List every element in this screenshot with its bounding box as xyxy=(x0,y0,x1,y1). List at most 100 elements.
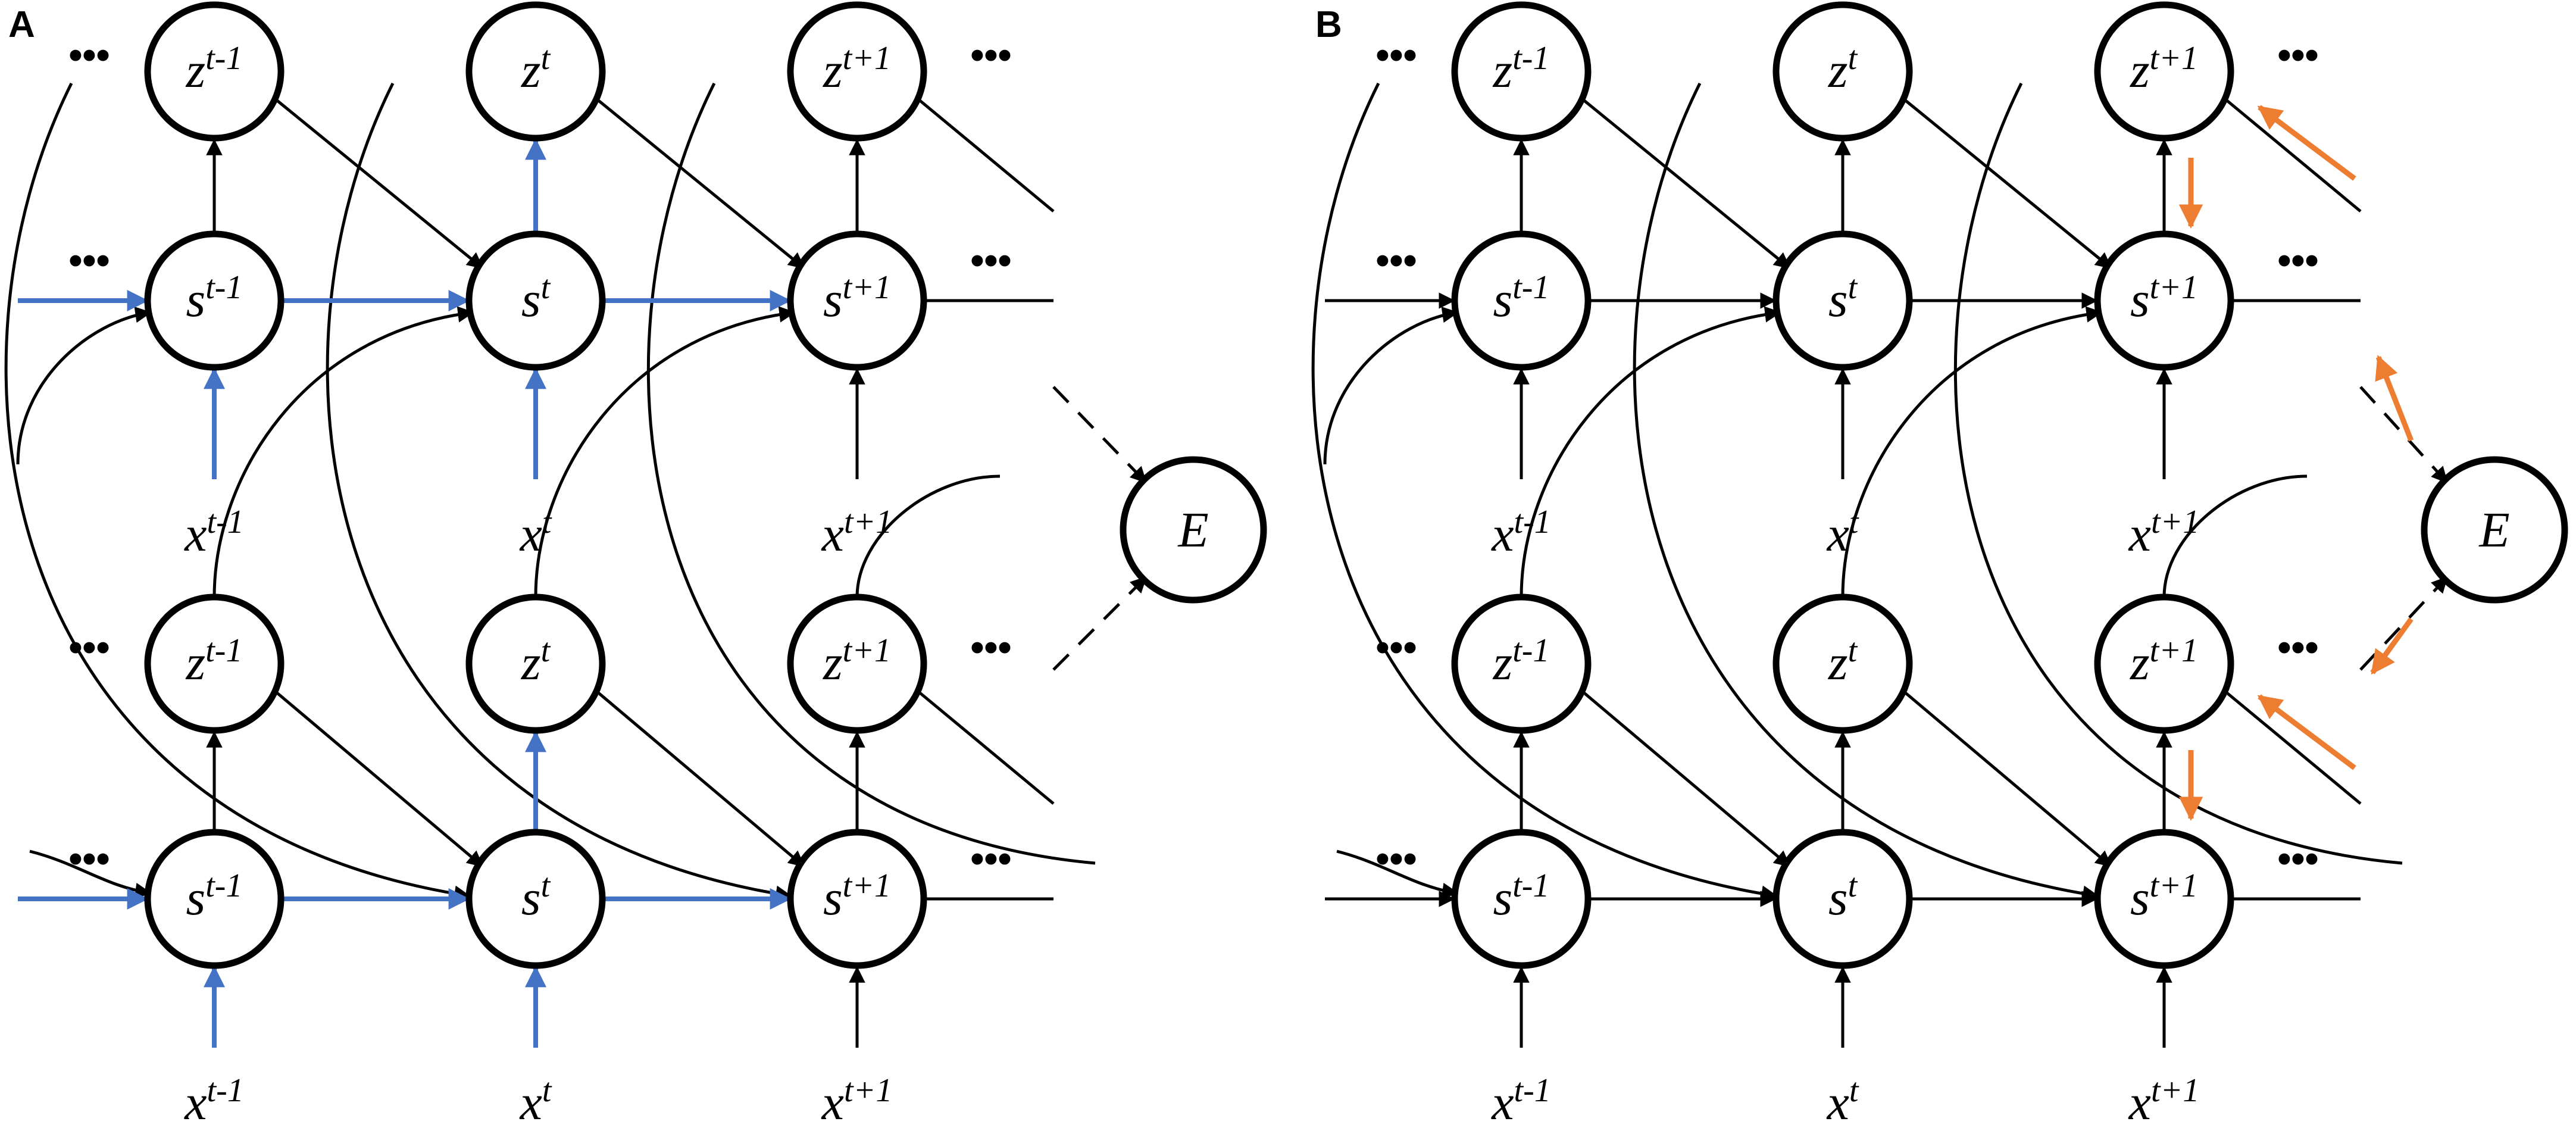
error-node xyxy=(1120,456,1267,604)
x-label-l1-c0: xt-1 xyxy=(1490,1072,1551,1130)
s-node-l1-c2 xyxy=(2094,829,2234,969)
z-to-next-s xyxy=(273,689,484,867)
z-node-l1-c2-label: zt+1 xyxy=(823,632,891,691)
x-label-l1-c0: xt-1 xyxy=(183,1072,244,1130)
z-node-l1-c1-label: zt xyxy=(521,632,551,691)
z-node-l1-c1-label: zt xyxy=(1828,632,1858,691)
z-to-next-s-out xyxy=(916,97,1055,213)
z-node-l1-c0-label: zt-1 xyxy=(1493,632,1550,691)
x-label-l0-c2: xt+1 xyxy=(821,504,893,562)
s-node-l1-c0 xyxy=(1451,829,1592,969)
bridge-2 xyxy=(2162,474,2308,598)
s-node-l1-c0-label: st-1 xyxy=(1493,867,1550,926)
ellipsis-s-left: ••• xyxy=(68,238,110,282)
bridge-1 xyxy=(534,306,796,598)
x-label-l0-c0: xt-1 xyxy=(183,504,244,562)
grad-to-top-z xyxy=(2257,105,2356,181)
ellipsis-s-right: ••• xyxy=(2277,836,2318,880)
x-label-l0-c1: xt xyxy=(519,504,552,562)
z-node-l1-c0 xyxy=(1451,594,1592,734)
z-node-l0-c0-label: zt-1 xyxy=(186,40,243,98)
s-node-l0-c2 xyxy=(2094,230,2234,371)
bridge-in-2 xyxy=(1336,849,1459,899)
long-arc-2 xyxy=(646,82,1096,865)
z-to-next-s-out xyxy=(2223,97,2362,213)
ellipsis-z-right: ••• xyxy=(970,625,1011,669)
z-node-l0-c2 xyxy=(787,1,927,142)
s-node-l0-c1 xyxy=(1772,230,1913,371)
s-node-l0-c0-label: st-1 xyxy=(1493,269,1550,327)
ellipsis-z-right: ••• xyxy=(2277,625,2318,669)
x-label-l1-c2: xt+1 xyxy=(821,1072,893,1130)
s-node-l1-c1-label: st xyxy=(1828,867,1858,926)
panel-b: Bzt-1st-1xt-1ztstxtzt+1st+1xt+1•••••••••… xyxy=(1311,1,2568,1130)
z-node-l0-c0-label: zt-1 xyxy=(1493,40,1550,98)
ellipsis-s-left: ••• xyxy=(68,836,110,880)
s-node-l0-c0-label: st-1 xyxy=(186,269,243,327)
z-to-next-s xyxy=(595,97,805,269)
grad-to-bottom-z xyxy=(2257,694,2356,770)
z-node-l0-c2-label: zt+1 xyxy=(823,40,891,98)
ellipsis-s-right: ••• xyxy=(970,238,1011,282)
panel-letter: A xyxy=(8,4,35,45)
z-to-next-s xyxy=(1902,689,2112,867)
s-node-l1-c2 xyxy=(787,829,927,969)
z-node-l0-c1 xyxy=(1772,1,1913,142)
ellipsis-s-right: ••• xyxy=(2277,238,2318,282)
z-node-l0-c2 xyxy=(2094,1,2234,142)
s-node-l0-c0 xyxy=(144,230,285,371)
z-to-next-s-out xyxy=(2223,689,2362,805)
long-arc-1 xyxy=(1633,82,2099,902)
z-node-l0-c0 xyxy=(1451,1,1592,142)
x-label-l1-c2: xt+1 xyxy=(2128,1072,2200,1130)
ellipsis-s-left: ••• xyxy=(1375,836,1417,880)
ellipsis-s-right: ••• xyxy=(970,836,1011,880)
s-node-l0-c2-label: st+1 xyxy=(2130,269,2198,327)
bridge-2 xyxy=(855,474,1001,598)
s-node-l0-c1-label: st xyxy=(521,269,551,327)
z-node-l1-c1 xyxy=(465,594,606,734)
ellipsis-z-right: ••• xyxy=(2277,33,2318,77)
error-node xyxy=(2421,456,2568,604)
ellipsis-z-right: ••• xyxy=(970,33,1011,77)
panel-a: Azt-1st-1xt-1ztstxtzt+1st+1xt+1•••••••••… xyxy=(4,1,1267,1130)
z-node-l1-c2 xyxy=(2094,594,2234,734)
bridge-in xyxy=(1323,307,1459,465)
bridge-in xyxy=(16,307,152,465)
dashed-to-error-top xyxy=(1052,386,1147,483)
error-node-label: E xyxy=(2478,502,2509,558)
ellipsis-z-left: ••• xyxy=(68,33,110,77)
grad-error-to-bottom xyxy=(2370,617,2414,675)
ellipsis-z-left: ••• xyxy=(1375,33,1417,77)
z-node-l0-c2-label: zt+1 xyxy=(2130,40,2198,98)
x-label-l1-c1: xt xyxy=(519,1072,552,1130)
s-node-l1-c2-label: st+1 xyxy=(2130,867,2198,926)
long-arc-0 xyxy=(4,82,471,902)
s-node-l0-c2 xyxy=(787,230,927,371)
grad-error-to-top xyxy=(2375,355,2414,442)
long-arc-2 xyxy=(1953,82,2403,865)
dashed-to-error-bottom xyxy=(1052,576,1147,671)
x-label-l0-c2: xt+1 xyxy=(2128,504,2200,562)
long-arc-0 xyxy=(1311,82,1778,902)
panel-letter: B xyxy=(1315,4,1342,45)
z-to-next-s-out xyxy=(916,689,1055,805)
dashed-to-error-top xyxy=(2359,386,2448,484)
s-node-l0-c0 xyxy=(1451,230,1592,371)
z-node-l0-c1 xyxy=(465,1,606,142)
z-node-l0-c1-label: zt xyxy=(1828,40,1858,98)
z-node-l1-c1 xyxy=(1772,594,1913,734)
z-to-next-s xyxy=(1580,97,1791,269)
z-node-l0-c0 xyxy=(144,1,285,142)
s-node-l1-c1 xyxy=(465,829,606,969)
ellipsis-s-left: ••• xyxy=(1375,238,1417,282)
s-node-l0-c1-label: st xyxy=(1828,269,1858,327)
z-node-l1-c2-label: zt+1 xyxy=(2130,632,2198,691)
z-node-l1-c0-label: zt-1 xyxy=(186,632,243,691)
bridge-0 xyxy=(1520,306,1781,598)
z-to-next-s xyxy=(273,97,484,269)
x-label-l0-c0: xt-1 xyxy=(1490,504,1551,562)
s-node-l1-c1 xyxy=(1772,829,1913,969)
s-node-l1-c0 xyxy=(144,829,285,969)
